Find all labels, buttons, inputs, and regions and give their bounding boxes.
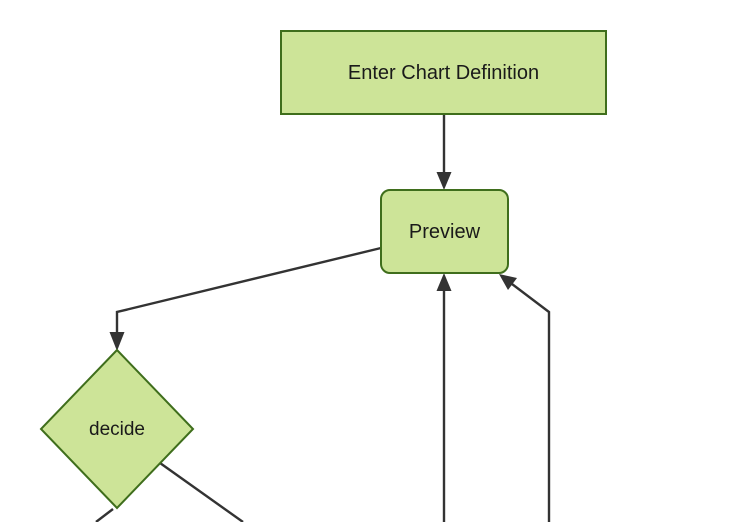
arrow-head-icon	[499, 274, 517, 290]
node-decide[interactable]: decide	[39, 348, 195, 510]
arrow-head-icon	[436, 273, 452, 291]
node-label-enter-chart-definition: Enter Chart Definition	[348, 62, 539, 84]
edge-line	[95, 508, 114, 522]
arrow-head-icon	[436, 172, 452, 190]
arrow-head-icon	[109, 332, 125, 351]
node-rectangle[interactable]	[280, 30, 607, 115]
node-label-decide: decide	[89, 419, 145, 440]
node-label-preview: Preview	[409, 221, 481, 243]
edge-decide-right	[159, 462, 244, 522]
node-enter-chart-definition[interactable]: Enter Chart Definition	[280, 30, 607, 115]
edge-preview-to-decide	[109, 246, 382, 351]
edge-line	[115, 246, 382, 340]
node-rounded-rectangle[interactable]	[380, 189, 509, 274]
edge-line	[507, 280, 551, 522]
edge-line	[159, 462, 244, 522]
node-diamond[interactable]	[39, 348, 195, 510]
edge-center-to-preview	[436, 273, 452, 522]
edge-right-to-preview	[499, 274, 551, 522]
node-preview[interactable]: Preview	[380, 189, 509, 274]
edge-decide-bottom	[95, 508, 114, 522]
edge-enter-to-preview	[436, 114, 452, 190]
